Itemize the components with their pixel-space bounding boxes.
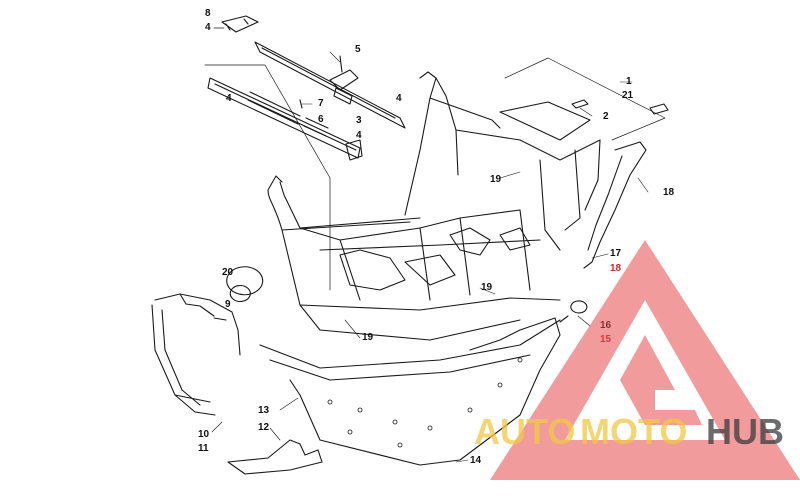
part-label-17: 17 [610, 248, 622, 259]
part-5-clamp-2 [333, 87, 353, 105]
part-label-3: 3 [356, 115, 362, 126]
part-20-horn [226, 266, 264, 303]
explode-box-right [504, 57, 666, 141]
part-label-11: 11 [198, 443, 209, 454]
logo-triangle-icon [490, 240, 800, 480]
part-label-7: 7 [318, 98, 324, 109]
part-3-rail [254, 41, 406, 129]
part-6-strip [247, 91, 329, 137]
part-2-pad [571, 99, 589, 109]
frame-floor-rails [259, 297, 561, 381]
part-7-bolt [299, 99, 303, 109]
part-label-4: 4 [356, 130, 362, 141]
logo-text-hub: HUB [706, 411, 784, 452]
part-label-19: 19 [362, 332, 374, 343]
part-label-9: 9 [225, 299, 231, 310]
part-label-2: 2 [603, 111, 609, 122]
part-label-21: 21 [622, 90, 634, 101]
frame-roll-cage-rear [404, 71, 521, 216]
logo-text-auto: AUTO [474, 411, 576, 452]
part-label-14: 14 [470, 455, 482, 466]
part-label-10: 10 [198, 429, 210, 440]
part-label-19: 19 [481, 282, 493, 293]
logo-text-moto: MOTO [580, 411, 688, 452]
part-label-4: 4 [226, 93, 232, 104]
skid-plate-holes [327, 357, 523, 448]
part-label-8: 8 [205, 8, 211, 19]
part-label-1: 1 [626, 76, 632, 87]
part-9-bolt [213, 317, 227, 321]
explode-box-upper [204, 64, 331, 291]
part-12-lower-plate [227, 439, 323, 475]
part-label-18: 18 [610, 263, 622, 274]
part-10-front-bumper [151, 293, 241, 416]
part-label-4: 4 [396, 93, 402, 104]
part-8-bracket [221, 15, 259, 33]
part-13-skid-plate [289, 317, 561, 466]
part-label-4: 4 [205, 22, 211, 33]
part-label-20: 20 [222, 267, 234, 278]
frame-cross-members [299, 209, 541, 301]
part-4-end-bracket [345, 139, 363, 161]
part-5-clamp [329, 55, 359, 91]
part-label-6: 6 [318, 114, 324, 125]
part-4-rail [207, 77, 361, 159]
part-label-12: 12 [258, 422, 270, 433]
part-17-side-rail [583, 141, 647, 269]
part-label-5: 5 [355, 44, 361, 55]
frame-rear-box [499, 101, 601, 251]
part-label-19: 19 [490, 174, 502, 185]
part-16-clamp [559, 300, 588, 323]
automotohub-logo [490, 240, 800, 480]
leader-lines [211, 51, 649, 463]
part-label-18: 18 [663, 187, 675, 198]
part-21-plate [649, 103, 669, 115]
frame-engine-cradle [339, 227, 531, 291]
frame-roll-cage-front [267, 175, 421, 331]
part-label-13: 13 [258, 405, 270, 416]
